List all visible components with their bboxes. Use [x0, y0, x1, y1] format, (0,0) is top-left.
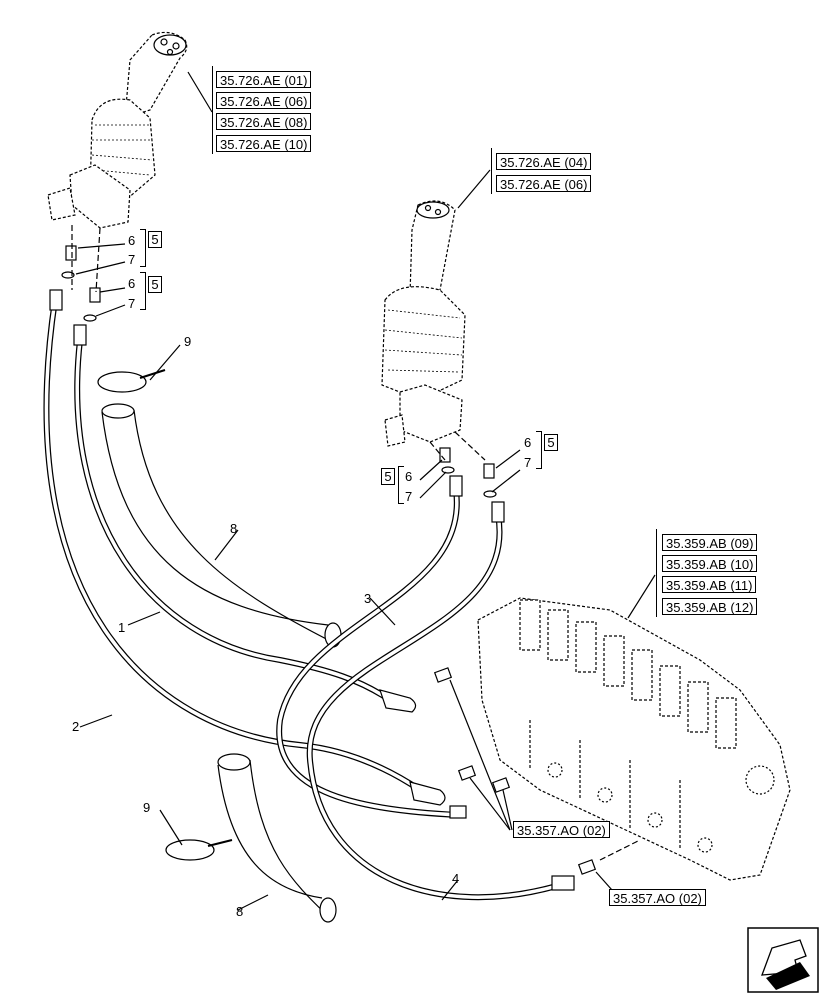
ref-left-4[interactable]: 35.726.AE (10)	[216, 135, 312, 152]
callout-8-lower: 8	[236, 904, 244, 919]
bracket-left-a	[140, 229, 146, 267]
callout-3: 3	[364, 591, 372, 606]
tie-9-lower	[165, 839, 233, 861]
left-fittings	[61, 243, 126, 322]
left-joystick	[47, 31, 188, 293]
leader-valve	[627, 574, 656, 619]
control-valve	[477, 597, 791, 881]
ref-left-3[interactable]: 35.726.AE (08)	[216, 113, 312, 130]
hose-4	[306, 501, 575, 901]
callout-6-left-b: 6	[128, 276, 136, 291]
callout-6-left-a: 6	[128, 233, 136, 248]
callout-5-left-a: 5	[148, 231, 162, 248]
ref-left-2[interactable]: 35.726.AE (06)	[216, 92, 312, 109]
bracket-right-b	[398, 466, 404, 504]
leader-right-joystick	[457, 169, 491, 209]
ref-valve-1[interactable]: 35.359.AB (09)	[662, 534, 758, 551]
callout-9-upper: 9	[184, 334, 192, 349]
hose-3	[276, 475, 467, 819]
callout-5-right-b: 5	[381, 468, 395, 485]
hose-2	[43, 289, 446, 806]
bracket-right-a	[536, 431, 542, 469]
hose-1	[73, 324, 417, 713]
ref-valve-4[interactable]: 35.359.AB (12)	[662, 598, 758, 615]
callout-7-right-b: 7	[405, 489, 413, 504]
callout-7-right-a: 7	[524, 455, 532, 470]
callout-6-right-a: 6	[524, 435, 532, 450]
callout-5-right-a: 5	[544, 434, 558, 451]
ref-fitting-a[interactable]: 35.357.AO (02)	[513, 821, 610, 838]
ref-valve-3[interactable]: 35.359.AB (11)	[662, 576, 757, 593]
callout-5-left-b: 5	[148, 276, 162, 293]
callout-7-left-b: 7	[128, 296, 136, 311]
leader-left-joystick	[187, 71, 213, 113]
ref-fitting-b[interactable]: 35.357.AO (02)	[609, 889, 706, 906]
callout-8-upper: 8	[230, 521, 238, 536]
callout-6-right-b: 6	[405, 469, 413, 484]
valve-fittings	[433, 667, 641, 891]
ref-right-1[interactable]: 35.726.AE (04)	[496, 153, 592, 170]
right-joystick	[381, 200, 486, 461]
callout-4: 4	[452, 871, 460, 886]
right-fittings	[419, 447, 521, 499]
sleeve-8-lower	[217, 753, 337, 923]
bracket-left-b	[140, 272, 146, 310]
callout-7-left-a: 7	[128, 252, 136, 267]
ref-bracket-left	[212, 66, 213, 154]
ref-left-1[interactable]: 35.726.AE (01)	[216, 71, 312, 88]
callout-9-lower: 9	[143, 800, 151, 815]
callout-1: 1	[118, 620, 126, 635]
ref-right-2[interactable]: 35.726.AE (06)	[496, 175, 592, 192]
arrow-icon[interactable]	[747, 927, 819, 993]
ref-bracket-right	[491, 148, 492, 194]
ref-bracket-valve	[656, 529, 657, 617]
ref-valve-2[interactable]: 35.359.AB (10)	[662, 555, 758, 572]
tie-9-upper	[97, 369, 166, 393]
callout-2: 2	[72, 719, 80, 734]
sleeve-8-upper	[101, 403, 342, 648]
